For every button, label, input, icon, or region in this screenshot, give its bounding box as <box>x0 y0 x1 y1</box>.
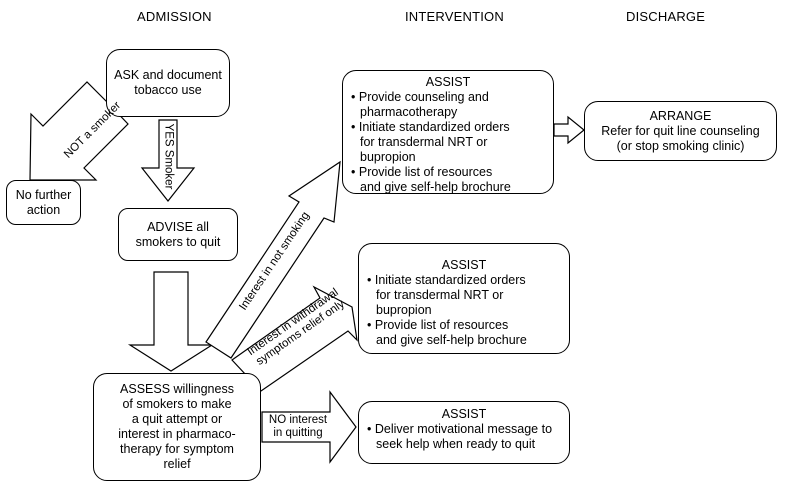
advise-box: ADVISE all smokers to quit <box>118 208 238 261</box>
arrange-line-1: Refer for quit line counseling <box>601 123 760 138</box>
assess-line-3: a quit attempt or <box>131 412 223 426</box>
ask-box: ASK and document tobacco use <box>106 49 230 117</box>
arrange-title: ARRANGE <box>649 108 712 123</box>
ask-line-2: tobacco use <box>134 83 202 97</box>
assess-line-5: therapy for symptom <box>120 442 234 456</box>
arrow-advise-to-assess <box>127 271 215 372</box>
assess-box: ASSESS willingness of smokers to make a … <box>93 373 261 481</box>
arrow-assist-to-arrange <box>553 115 585 145</box>
label-no-interest-line-1: NO interest <box>268 414 328 426</box>
no-action-line-1: No further <box>15 187 72 202</box>
assist2-title: ASSIST <box>441 258 487 272</box>
label-no-interest: NO interest in quitting <box>266 414 330 440</box>
assist3-title: ASSIST <box>441 407 487 421</box>
assist-motivational-box: ASSIST Deliver motivational message tose… <box>358 401 570 464</box>
header-admission: ADMISSION <box>137 9 212 24</box>
assess-line-1: ASSESS willingness <box>120 382 234 396</box>
arrow-yes-smoker <box>140 119 196 202</box>
arrange-line-2: (or stop smoking clinic) <box>616 138 745 153</box>
advise-line-2: smokers to quit <box>135 234 221 249</box>
assist-counseling-box: ASSIST Provide counseling andpharmacothe… <box>342 70 554 194</box>
assess-line-2: of smokers to make <box>122 397 232 411</box>
arrow-no-interest <box>261 390 357 464</box>
arrange-box: ARRANGE Refer for quit line counseling (… <box>584 101 777 161</box>
assess-line-6: relief <box>163 457 191 471</box>
no-action-box: No further action <box>6 180 81 225</box>
label-yes-smoker: YES Smoker <box>162 123 175 190</box>
header-intervention: INTERVENTION <box>405 9 504 24</box>
no-action-line-2: action <box>26 202 61 217</box>
assess-line-4: interest in pharmaco- <box>118 427 236 441</box>
ask-line-1: ASK and document <box>114 68 222 82</box>
advise-line-1: ADVISE all <box>147 219 209 234</box>
arrow-withdrawal <box>231 285 358 392</box>
label-no-interest-line-2: in quitting <box>273 427 323 439</box>
assist1-title: ASSIST <box>425 75 471 89</box>
header-discharge: DISCHARGE <box>626 9 706 24</box>
arrow-interest-not-smoking <box>205 160 341 359</box>
